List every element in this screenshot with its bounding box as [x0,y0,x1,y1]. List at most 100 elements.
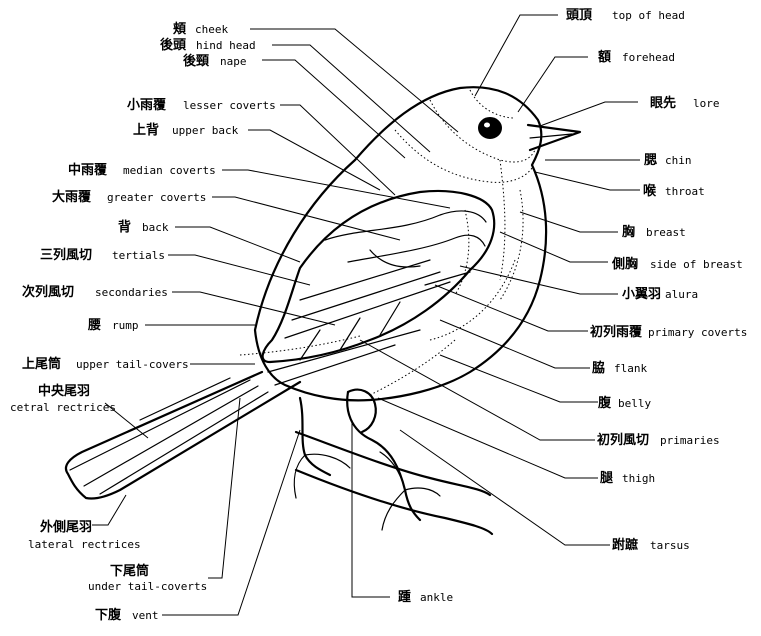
label-vent: 下腹 vent [95,607,159,623]
label-upper-back: 上背 upper back [133,122,239,138]
label-secondaries: 次列風切 secondaries [22,284,168,300]
label-ankle: 踵 ankle [398,589,453,605]
label-back: 背 back [118,219,169,235]
label-top-of-head-en: top of head [612,9,685,22]
label-forehead: 額 forehead [597,49,675,65]
label-cheek: 頬 cheek [173,21,228,37]
label-thigh-jp: 腿 [600,471,613,486]
label-alula-en: alura [665,288,698,301]
eye [479,118,501,138]
label-chin: 腮 chin [644,153,692,168]
label-throat: 喉 throat [643,183,705,199]
branch [296,432,492,534]
label-belly-en: belly [618,397,651,410]
label-top-of-head-jp: 頭頂 [566,8,593,23]
label-forehead-en: forehead [622,51,675,64]
bird-illustration [66,87,580,534]
label-median-coverts-jp: 中雨覆 [68,162,108,178]
label-hind-head-en: hind head [196,39,256,52]
label-upper-back-jp: 上背 [133,122,159,138]
label-lesser-coverts-en: lesser coverts [183,99,276,112]
label-thigh: 腿 thigh [600,471,655,486]
label-secondaries-en: secondaries [95,286,168,299]
label-lore-jp: 眼先 [650,95,676,111]
label-upper-tail-covers-en: upper tail-covers [76,358,189,371]
label-tarsus-en: tarsus [650,539,690,552]
label-primaries-jp: 初列風切 [597,432,649,448]
label-side-of-breast-en: side of breast [650,258,743,271]
label-secondaries-jp: 次列風切 [22,284,74,300]
label-nape-en: nape [220,55,247,68]
label-throat-en: throat [665,185,705,198]
label-ankle-en: ankle [420,591,453,604]
label-lesser-coverts-jp: 小雨覆 [127,98,167,113]
label-tertials-jp: 三列風切 [40,247,92,263]
label-primary-coverts-en: primary coverts [648,326,747,339]
label-chin-en: chin [665,154,692,167]
label-belly: 腹 belly [598,395,651,411]
label-breast-jp: 胸 [622,224,635,240]
label-tertials-en: tertials [112,249,165,262]
tail-outline [66,372,300,499]
label-flank-jp: 脇 [592,360,605,376]
label-central-rectrices-jp: 中央尾羽 [38,383,90,399]
labels: 頬 cheek 後頭 hind head 後頸 nape 小雨覆 lesser … [10,8,747,623]
label-chin-jp: 腮 [644,153,657,168]
label-central-rectrices: 中央尾羽 cetral rectrices [10,383,116,414]
label-tarsus: 跗蹠 tarsus [612,537,690,553]
label-belly-jp: 腹 [598,395,612,411]
label-lateral-rectrices-en: lateral rectrices [28,538,141,551]
label-breast: 胸 breast [622,224,686,240]
label-alula-jp: 小翼羽 [622,287,661,302]
label-hind-head-jp: 後頭 [160,37,187,53]
label-primaries-en: primaries [660,434,720,447]
label-flank: 脇 flank [592,360,647,376]
label-nape-jp: 後頸 [183,53,210,69]
label-upper-back-en: upper back [172,124,239,137]
label-lore-en: lore [693,97,720,110]
label-top-of-head: 頭頂 top of head [566,8,685,23]
label-upper-tail-covers-jp: 上尾筒 [22,356,61,372]
label-nape: 後頸 nape [183,53,247,69]
label-side-of-breast-jp: 側胸 [611,256,638,272]
label-greater-coverts-en: greater coverts [107,191,206,204]
label-median-coverts: 中雨覆 median coverts [68,162,216,178]
label-lateral-rectrices: 外側尾羽 lateral rectrices [28,519,141,551]
label-back-en: back [142,221,169,234]
label-lore: 眼先 lore [650,95,720,111]
label-upper-tail-covers: 上尾筒 upper tail-covers [22,356,189,372]
label-under-tail-coverts-jp: 下尾筒 [110,563,149,579]
label-hind-head: 後頭 hind head [160,37,256,53]
label-primary-coverts-jp: 初列雨覆 [590,324,643,340]
label-vent-en: vent [132,609,159,622]
label-lateral-rectrices-jp: 外側尾羽 [39,519,92,535]
label-primaries: 初列風切 primaries [597,432,720,448]
label-tarsus-jp: 跗蹠 [612,537,638,553]
label-under-tail-coverts-en: under tail-coverts [88,580,207,593]
label-cheek-jp: 頬 [173,21,187,37]
label-greater-coverts-jp: 大雨覆 [52,189,92,205]
label-median-coverts-en: median coverts [123,164,216,177]
label-lesser-coverts: 小雨覆 lesser coverts [127,98,276,113]
label-throat-jp: 喉 [643,183,657,199]
label-thigh-en: thigh [622,472,655,485]
body-outline [255,87,546,400]
label-alula: 小翼羽 alura [622,287,698,302]
label-tertials: 三列風切 tertials [40,247,165,263]
label-rump-jp: 腰 [87,318,101,333]
leg-right [300,398,330,475]
leader-lines [92,15,640,615]
label-back-jp: 背 [118,219,131,235]
label-rump-en: rump [112,319,139,332]
label-vent-jp: 下腹 [95,607,122,623]
label-rump: 腰 rump [87,318,139,333]
label-greater-coverts: 大雨覆 greater coverts [52,189,206,205]
label-primary-coverts: 初列雨覆 primary coverts [590,324,747,340]
label-cheek-en: cheek [195,23,228,36]
label-breast-en: breast [646,226,686,239]
label-flank-en: flank [614,362,647,375]
label-central-rectrices-en: cetral rectrices [10,401,116,414]
label-forehead-jp: 額 [597,49,611,65]
